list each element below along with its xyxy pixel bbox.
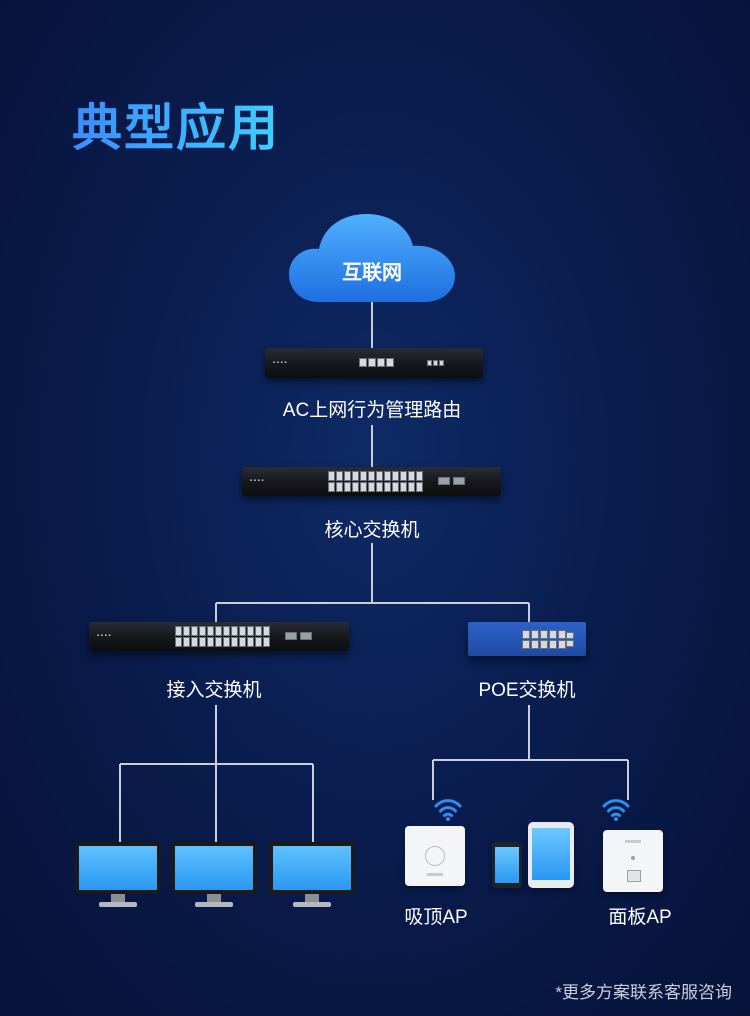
ceiling-ap-icon bbox=[405, 826, 465, 886]
panel-ap-icon bbox=[603, 830, 663, 892]
router-label: AC上网行为管理路由 bbox=[283, 395, 461, 422]
router-icon: ▪ ▪ ▪ ▪ bbox=[265, 348, 483, 378]
ceiling-ap-label: 吸顶AP bbox=[404, 902, 467, 929]
core-switch-icon: ▪ ▪ ▪ ▪ bbox=[242, 467, 501, 496]
cloud-label: 互联网 bbox=[342, 256, 402, 285]
tablet-icon bbox=[528, 822, 574, 888]
phone-icon bbox=[492, 842, 522, 888]
poe-switch-icon bbox=[468, 622, 586, 656]
footer-note: *更多方案联系客服咨询 bbox=[555, 978, 732, 1003]
core-switch-label: 核心交换机 bbox=[324, 515, 419, 542]
panel-ap-label: 面板AP bbox=[608, 902, 671, 929]
wifi-icon bbox=[433, 796, 463, 822]
access-switch-icon: ▪ ▪ ▪ ▪ bbox=[89, 622, 349, 651]
access-switch-label: 接入交换机 bbox=[166, 675, 261, 702]
wifi-icon bbox=[601, 796, 631, 822]
poe-switch-label: POE交换机 bbox=[478, 675, 575, 702]
